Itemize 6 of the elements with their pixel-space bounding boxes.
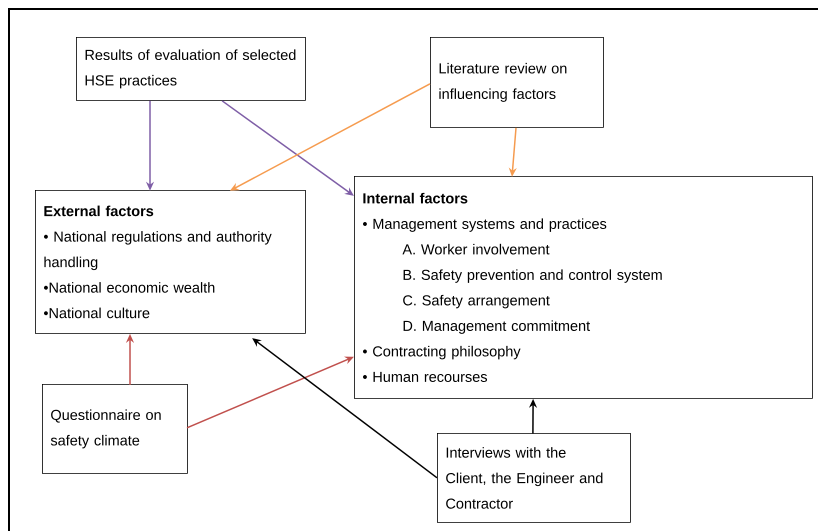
factor-box: Internal factors • Management systems and practices A. Worker involvement B. Safety prevention and control system C. Safety arrangement D. Management commitment • Contracting philosophy • Human recourses (354, 176, 813, 399)
source-box: Results of evaluation of selected HSE practices (76, 37, 306, 101)
source-box: Interviews with the Client, the Engineer and Contractor (437, 433, 631, 523)
factor-box: External factors • National regulations and authority handling •National economic wealth •National culture (35, 190, 306, 334)
source-box: Questionnaire on safety climate (42, 384, 188, 474)
source-box: Literature review on influencing factors (430, 37, 604, 128)
